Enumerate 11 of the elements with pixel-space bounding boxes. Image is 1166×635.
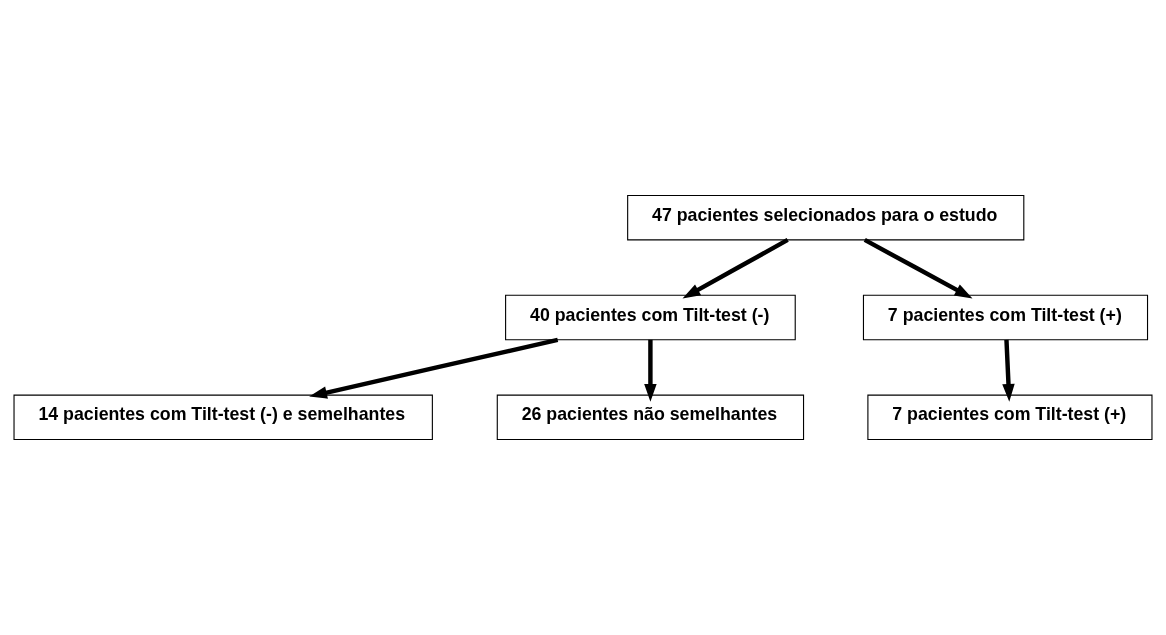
arrow <box>1002 339 1015 402</box>
node-box: 7 pacientes com Tilt-test (+) <box>867 394 1153 441</box>
node-box: 14 pacientes com Tilt-test (-) e semelhantes <box>13 394 433 441</box>
arrow <box>644 339 657 402</box>
node-box: 26 pacientes não semelhantes <box>496 394 805 441</box>
arrow <box>863 237 973 299</box>
node-box: 47 pacientes selecionados para o estudo <box>627 194 1025 241</box>
node-box: 40 pacientes com Tilt-test (-) <box>505 294 796 341</box>
arrow <box>682 238 789 299</box>
arrow <box>309 337 559 399</box>
node-box: 7 pacientes com Tilt-test (+) <box>862 294 1149 341</box>
